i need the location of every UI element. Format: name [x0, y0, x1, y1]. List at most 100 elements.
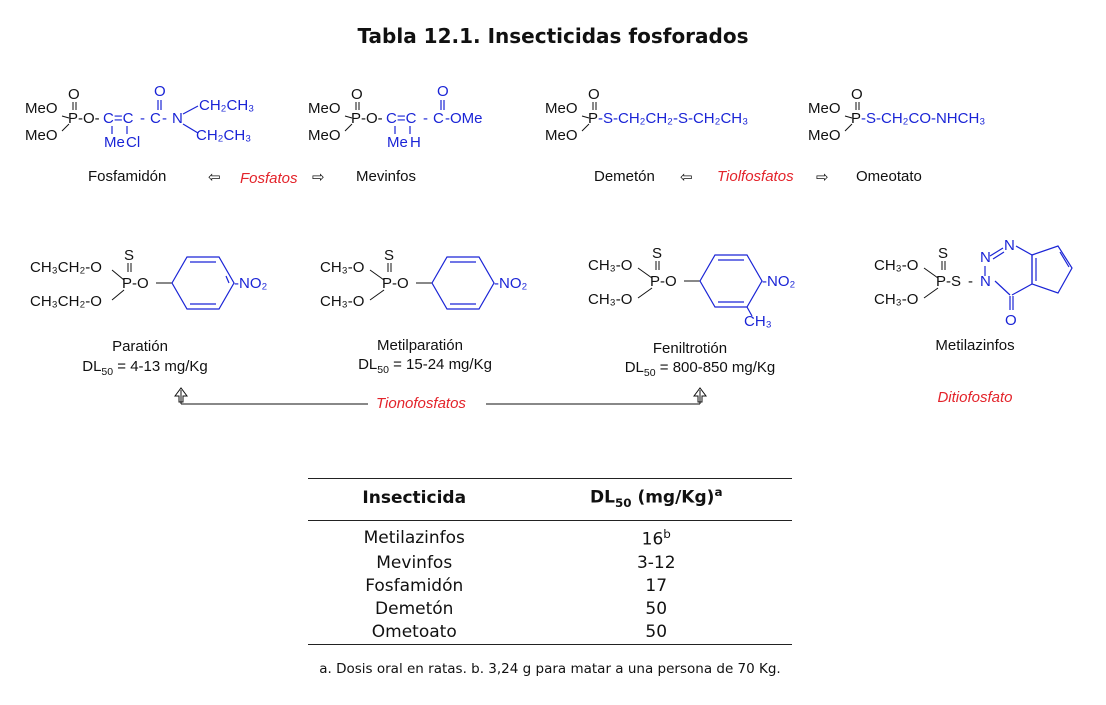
svg-text:C: C: [150, 110, 161, 127]
table-row: Mevinfos 3-12: [308, 552, 792, 575]
svg-text:C: C: [433, 110, 444, 127]
fosfamidon-label: Fosfamidón: [88, 168, 167, 185]
svg-text:O: O: [588, 86, 600, 103]
insecticide-name: Ometoato: [371, 621, 457, 642]
demeton-structure: MeO MeO O P -S-CH₂CH₂-S-CH₂CH₃: [545, 86, 748, 144]
ditiofosfato-label: Ditiofosfato: [937, 389, 1013, 406]
dl50-table: Insecticida DL50 (mg/Kg)a Metilazinfos 16…: [308, 478, 792, 645]
svg-text:-: -: [140, 110, 145, 127]
svg-text:CH₂CH₃: CH₂CH₃: [196, 127, 251, 144]
svg-text:S: S: [124, 247, 134, 264]
svg-text:-NO₂: -NO₂: [494, 275, 527, 292]
omeotato-label: Omeotato: [856, 168, 922, 185]
svg-text:-: -: [968, 273, 973, 290]
svg-text:N: N: [172, 110, 183, 127]
svg-text:-: -: [423, 110, 428, 127]
svg-text:CH₃-O: CH₃-O: [588, 291, 632, 308]
tionofosfatos-bracket: [174, 387, 707, 405]
svg-text:Me: Me: [104, 134, 125, 151]
svg-text:MeO: MeO: [308, 127, 341, 144]
dl50-value: 16b: [641, 527, 671, 550]
svg-text:Me: Me: [387, 134, 408, 151]
table-row: Metilazinfos 16b: [308, 521, 792, 552]
svg-text:P-O: P-O: [382, 275, 409, 292]
svg-text:-NO₂: -NO₂: [762, 273, 795, 290]
svg-text:O: O: [68, 86, 80, 103]
insecticide-name: Mevinfos: [376, 552, 453, 573]
svg-text:C=C: C=C: [386, 110, 417, 127]
table-row: Fosfamidón 17: [308, 575, 792, 598]
svg-text:P-S: P-S: [936, 273, 961, 290]
metilazinfos-structure: CH₃-O CH₃-O S P-S - N N N O: [874, 237, 1073, 329]
svg-text:-: -: [162, 110, 167, 127]
insecticide-name: Fosfamidón: [365, 575, 464, 596]
mevinfos-label: Mevinfos: [356, 168, 417, 185]
svg-text:CH₂CH₃: CH₂CH₃: [199, 97, 254, 114]
feniltrotion-dl50: DL50 = 800-850 mg/Kg: [624, 359, 776, 379]
insecticide-name: Demetón: [375, 598, 454, 619]
svg-text:O: O: [154, 83, 166, 100]
svg-text:P-O: P-O: [650, 273, 677, 290]
demeton-label: Demetón: [594, 168, 655, 185]
svg-text:MeO: MeO: [808, 100, 841, 117]
svg-text:O: O: [851, 86, 863, 103]
svg-text:-OMe: -OMe: [445, 110, 483, 127]
svg-text:-S-CH₂CO-NHCH₃: -S-CH₂CO-NHCH₃: [861, 110, 985, 127]
metilparation-structure: CH₃-O CH₃-O S P-O -NO₂: [320, 247, 527, 310]
feniltrotion-structure: CH₃-O CH₃-O S P-O -NO₂ CH₃: [588, 245, 795, 330]
svg-text:MeO: MeO: [545, 100, 578, 117]
svg-text:P: P: [851, 110, 861, 127]
tionofosfatos-label: Tionofosfatos: [376, 395, 466, 412]
table-row: Demetón 50: [308, 598, 792, 621]
svg-text:P: P: [588, 110, 598, 127]
svg-text:N: N: [980, 249, 991, 266]
svg-text:MeO: MeO: [545, 127, 578, 144]
svg-text:MeO: MeO: [308, 100, 341, 117]
table-title: Tabla 12.1. Insecticidas fosforados: [357, 24, 749, 48]
paration-label: Paratión: [112, 338, 168, 355]
omeotato-structure: MeO MeO O P -S-CH₂CO-NHCH₃: [808, 86, 985, 144]
table-row: Ometoato 50: [308, 621, 792, 645]
insecticide-name: Metilazinfos: [363, 528, 465, 549]
svg-text:S: S: [384, 247, 394, 264]
mevinfos-structure: MeO MeO O P-O- C=C - C O -OMe Me H: [308, 83, 483, 151]
svg-text:CH₃-O: CH₃-O: [874, 257, 918, 274]
svg-text:CH₃-O: CH₃-O: [588, 257, 632, 274]
metilparation-dl50: DL50 = 15-24 mg/Kg: [358, 356, 492, 376]
fosfamidon-structure: MeO MeO O P-O- C=C - C O - N CH₂CH₃ CH₂C…: [25, 83, 254, 151]
dl50-value: 50: [645, 621, 668, 642]
svg-text:CH₃-O: CH₃-O: [320, 259, 364, 276]
dl50-value: 17: [645, 575, 668, 596]
svg-text:H: H: [410, 134, 421, 151]
svg-text:CH₃CH₂-O: CH₃CH₂-O: [30, 259, 102, 276]
svg-text:Cl: Cl: [126, 134, 140, 151]
svg-text:O: O: [351, 86, 363, 103]
table-header-row: Insecticida DL50 (mg/Kg)a: [308, 478, 792, 521]
svg-text:P-O: P-O: [122, 275, 149, 292]
svg-text:S: S: [652, 245, 662, 262]
svg-text:-NO₂: -NO₂: [234, 275, 267, 292]
left-arrow-icon: ⇦: [208, 169, 221, 186]
svg-text:MeO: MeO: [25, 100, 58, 117]
metilazinfos-label: Metilazinfos: [935, 337, 1015, 354]
svg-text:CH₃CH₂-O: CH₃CH₂-O: [30, 293, 102, 310]
right-arrow-icon: ⇨: [312, 169, 325, 186]
svg-text:O: O: [437, 83, 449, 100]
table-footnote: a. Dosis oral en ratas. b. 3,24 g para m…: [319, 661, 781, 677]
svg-text:CH₃-O: CH₃-O: [874, 291, 918, 308]
svg-text:-S-CH₂CH₂-S-CH₂CH₃: -S-CH₂CH₂-S-CH₂CH₃: [598, 110, 748, 127]
tiolfosfatos-label: Tiolfosfatos: [717, 168, 794, 185]
svg-text:P-O-: P-O-: [68, 110, 100, 127]
header-insecticida: Insecticida: [362, 487, 467, 508]
left-arrow-icon: ⇦: [680, 169, 693, 186]
svg-text:CH₃-O: CH₃-O: [320, 293, 364, 310]
dl50-value: 3-12: [636, 552, 676, 573]
dl50-value: 50: [645, 598, 668, 619]
fosfatos-label: Fosfatos: [240, 170, 298, 187]
paration-structure: CH₃CH₂-O CH₃CH₂-O S P-O -NO₂: [30, 247, 267, 310]
paration-dl50: DL50 = 4-13 mg/Kg: [82, 358, 208, 378]
header-dl50: DL50 (mg/Kg)a: [590, 485, 723, 511]
right-arrow-icon: ⇨: [816, 169, 829, 186]
svg-text:P-O-: P-O-: [351, 110, 383, 127]
svg-text:S: S: [938, 245, 948, 262]
